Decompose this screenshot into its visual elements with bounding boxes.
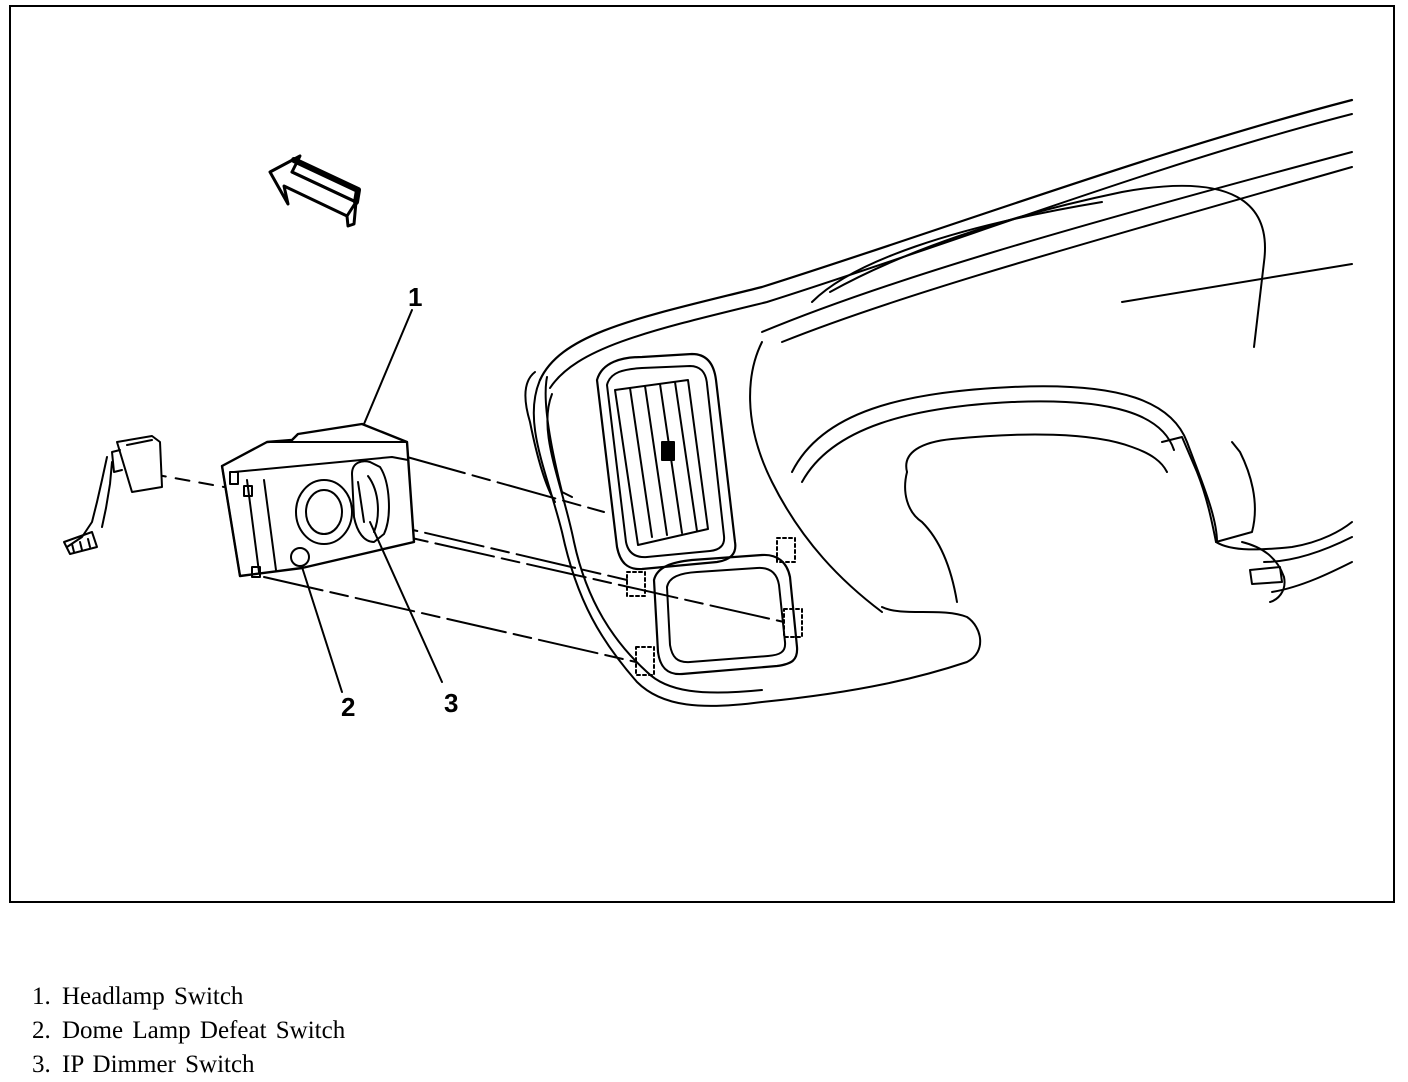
headlamp-switch-diagram [63,98,1354,707]
leader-lines [301,309,443,693]
legend-number: 2. [32,1017,51,1044]
upper-air-vent [595,352,737,571]
alignment-lines [151,456,785,663]
lower-panel-opening [652,553,799,676]
legend-label: Dome Lamp Defeat Switch [62,1017,346,1044]
legend-label: Headlamp Switch [62,983,244,1010]
callout-1: 1 [408,282,423,312]
legend-item: 2. Dome Lamp Defeat Switch [32,1014,345,1048]
parts-legend: 1. Headlamp Switch 2. Dome Lamp Defeat Swi… [32,980,345,1082]
instrument-panel [524,98,1354,707]
wiring-connector [63,435,163,555]
legend-item: 1. Headlamp Switch [32,980,345,1014]
legend-number: 3. [32,1051,51,1078]
headlamp-switch-housing [220,422,416,578]
legend-item: 3. IP Dimmer Switch [32,1048,345,1082]
legend-label: IP Dimmer Switch [62,1051,255,1078]
diagram-frame: 1 2 3 [9,5,1395,903]
legend-number: 1. [32,983,51,1010]
callout-2: 2 [341,692,356,722]
callout-3: 3 [444,688,459,718]
forward-arrow-icon [268,154,361,228]
